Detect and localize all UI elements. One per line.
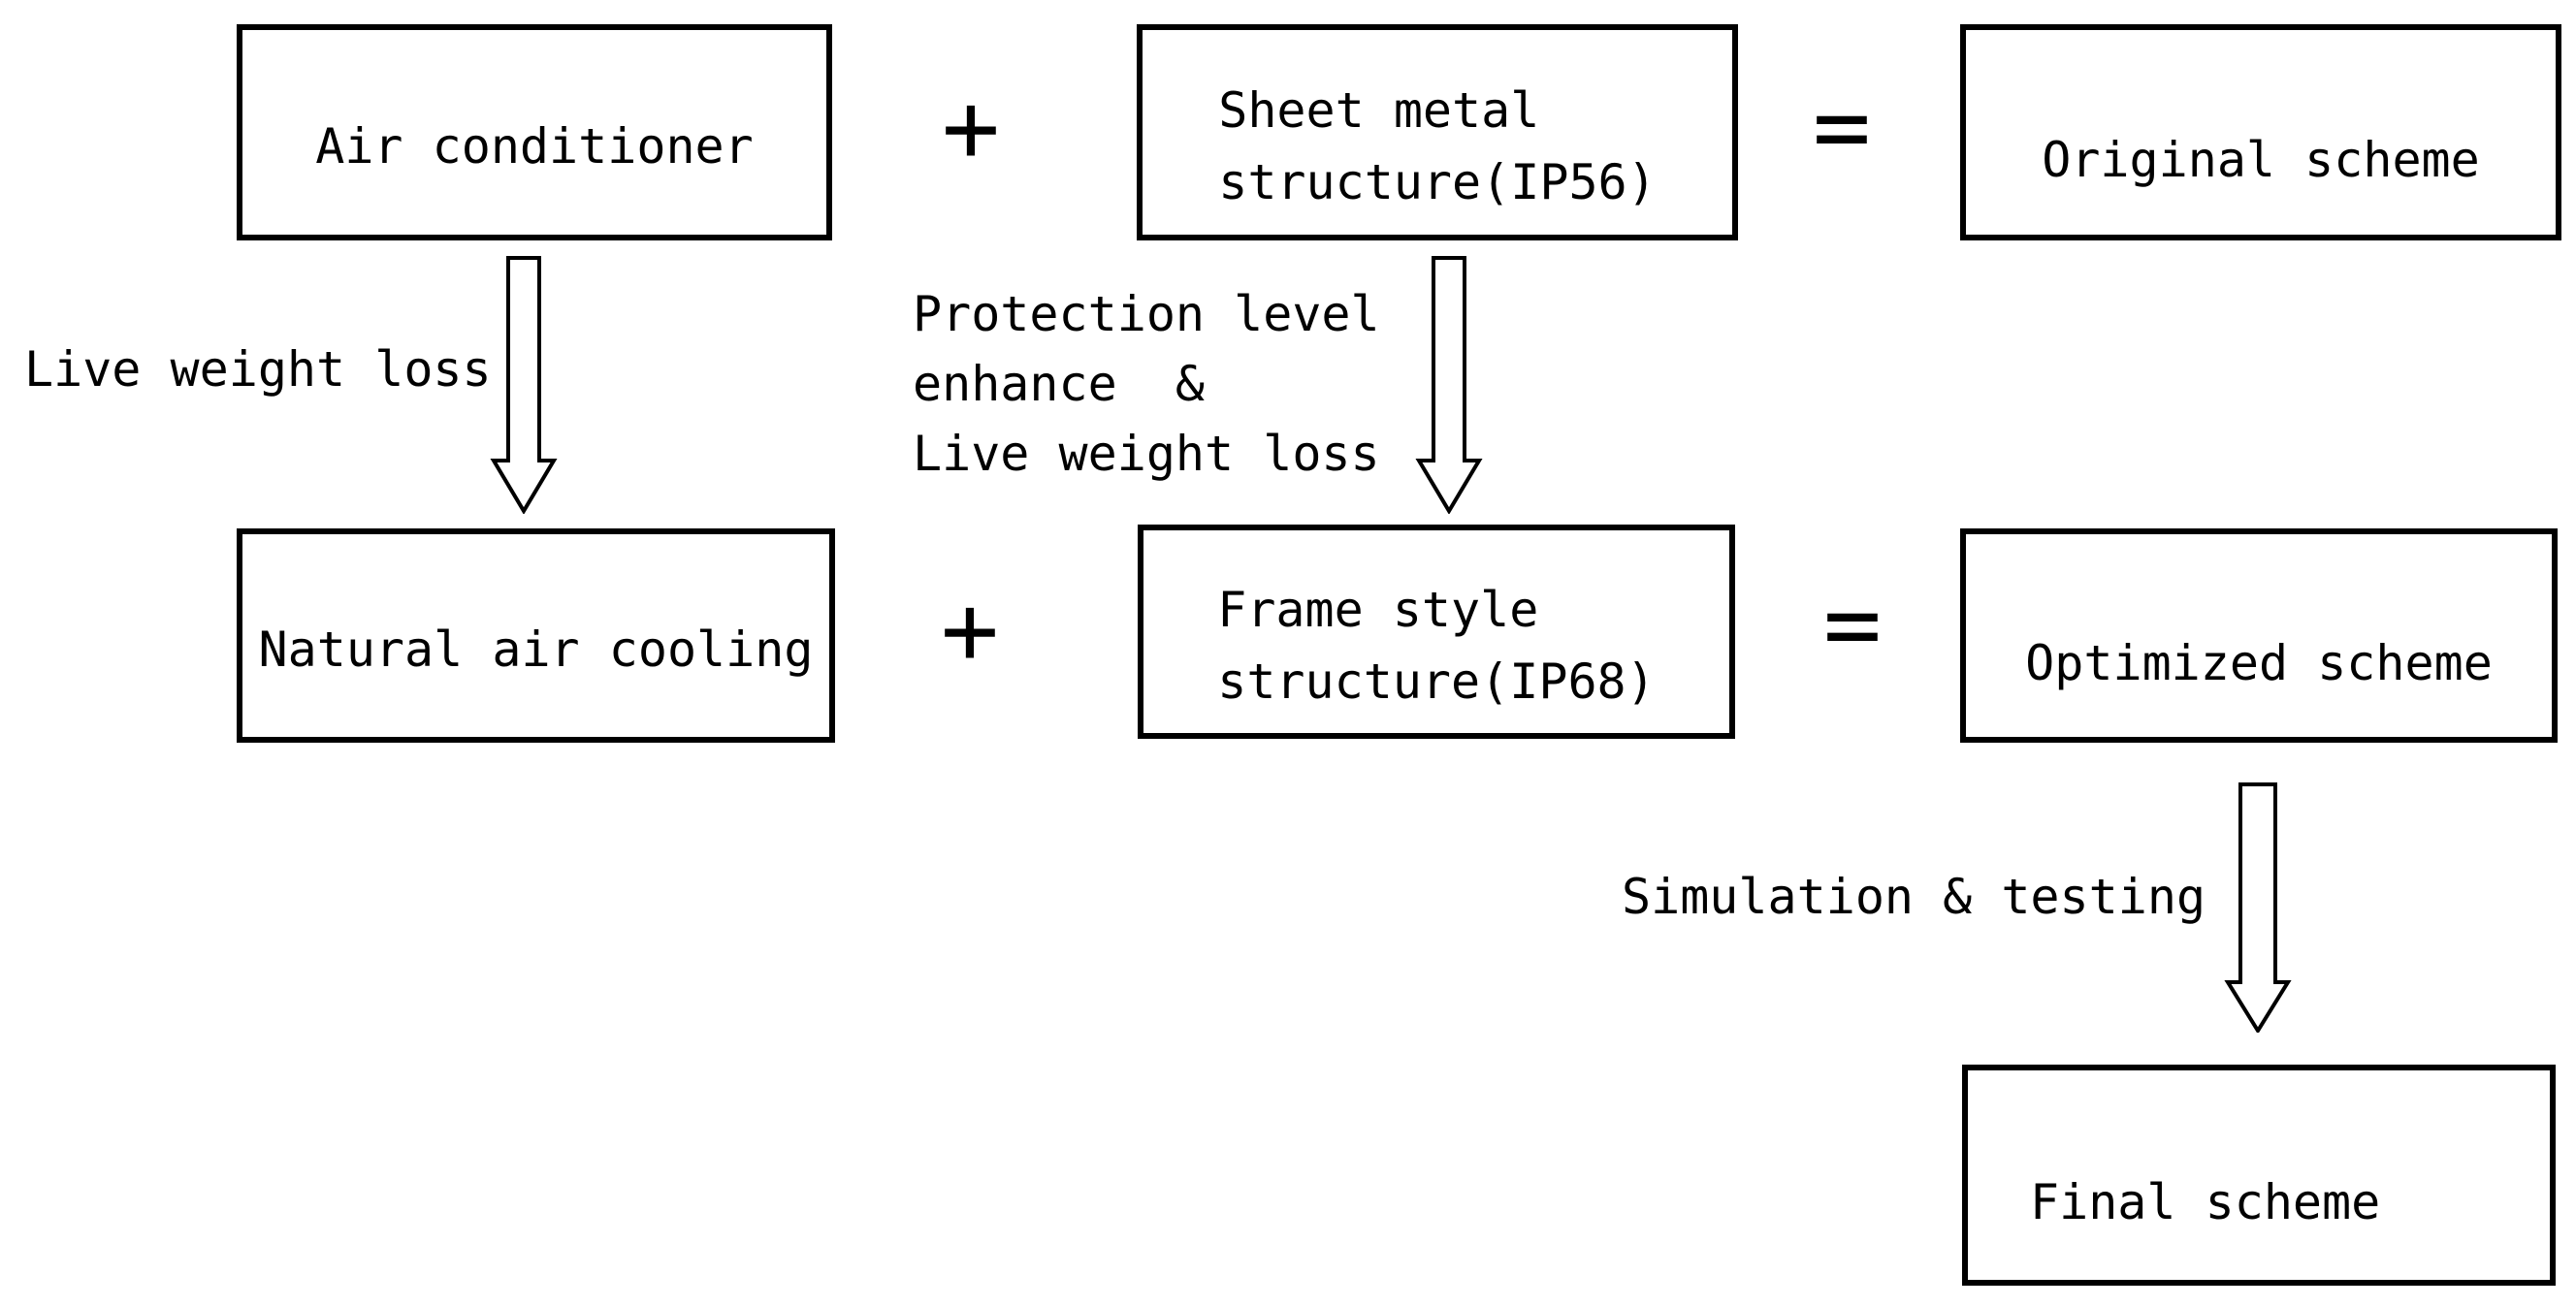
label-simulation-testing: Simulation & testing	[1622, 869, 2206, 925]
node-final-scheme-label: Final scheme	[2030, 1174, 2381, 1230]
node-natural-air-cooling: Natural air cooling	[237, 528, 835, 743]
down-arrow-air-to-natural-icon	[490, 256, 558, 514]
plus-operator-row1-glyph: +	[941, 71, 1001, 184]
node-original-scheme-label: Original scheme	[2042, 131, 2480, 188]
node-natural-air-cooling-label: Natural air cooling	[258, 621, 814, 678]
node-air-conditioner: Air conditioner	[237, 24, 832, 240]
node-final-scheme: Final scheme	[1962, 1065, 2556, 1286]
plus-operator-row2: +	[921, 582, 1018, 679]
equals-operator-row1-glyph: =	[1812, 70, 1872, 183]
node-air-conditioner-label: Air conditioner	[315, 117, 754, 175]
label-protection-level-enhance: Protection level enhance & Live weight l…	[913, 286, 1380, 482]
equals-operator-row2-glyph: =	[1822, 567, 1883, 681]
equals-operator-row2: =	[1804, 576, 1901, 673]
node-original-scheme: Original scheme	[1960, 24, 2561, 240]
node-frame-style-structure: Frame style structure(IP68)	[1138, 525, 1735, 739]
node-optimized-scheme-label: Optimized scheme	[2025, 634, 2493, 691]
down-arrow-optimized-to-final-icon	[2224, 782, 2292, 1033]
label-live-weight-loss: Live weight loss	[24, 341, 492, 398]
plus-operator-row1: +	[922, 80, 1019, 176]
node-optimized-scheme: Optimized scheme	[1960, 528, 2558, 743]
plus-operator-row2-glyph: +	[940, 573, 1000, 686]
down-arrow-sheet-to-frame-icon	[1415, 256, 1483, 514]
node-frame-style-structure-label: Frame style structure(IP68)	[1217, 581, 1656, 710]
equals-operator-row1: =	[1793, 79, 1890, 175]
node-sheet-metal-structure-label: Sheet metal structure(IP56)	[1218, 81, 1657, 210]
node-sheet-metal-structure: Sheet metal structure(IP56)	[1137, 24, 1738, 240]
